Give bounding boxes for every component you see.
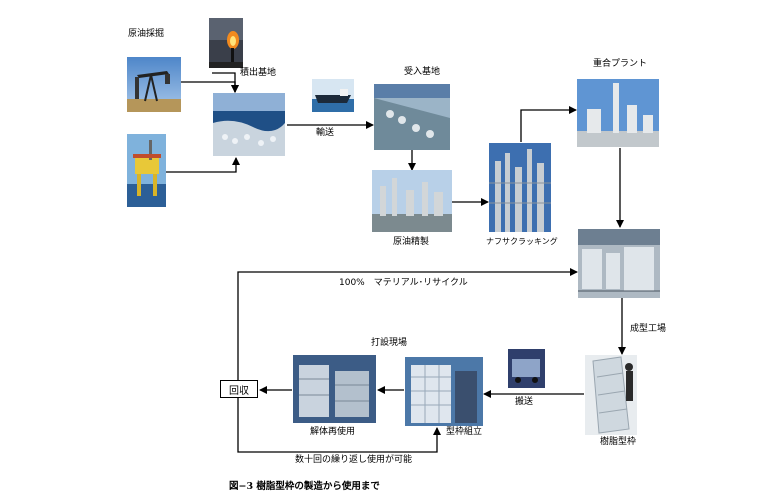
tanker-photo bbox=[312, 79, 354, 112]
shipping-base-photo bbox=[213, 93, 285, 156]
offshore-platform-photo bbox=[127, 134, 166, 207]
resin-formwork-label: 樹脂型枠 bbox=[600, 437, 637, 447]
polymer-plant-photo bbox=[577, 79, 659, 147]
gas-flare-photo bbox=[209, 18, 243, 68]
crude-mining-label: 原油採掘 bbox=[128, 29, 165, 39]
dismantle-reuse-label: 解体再使用 bbox=[310, 427, 356, 437]
collection-box: 回収 bbox=[220, 380, 258, 398]
crude-refining-label: 原油精製 bbox=[393, 237, 430, 247]
transport-truck-photo bbox=[508, 349, 545, 388]
shipping-base-label: 積出基地 bbox=[240, 68, 277, 78]
formwork-assembly-label: 型枠組立 bbox=[446, 427, 483, 437]
crude-refinery-photo bbox=[372, 170, 452, 232]
oil-pumpjack-photo bbox=[127, 57, 181, 112]
molding-plant-photo bbox=[578, 229, 660, 298]
naphtha-cracking-label: ナフサクラッキング bbox=[486, 237, 558, 246]
reuse-note-label: 数十回の繰り返し使用が可能 bbox=[295, 455, 413, 465]
formwork-assembly-photo bbox=[405, 357, 483, 426]
molding-plant-label: 成型工場 bbox=[630, 324, 667, 334]
construction-site-label: 打設現場 bbox=[371, 338, 408, 348]
material-recycle-label: 100% マテリアル･リサイクル bbox=[339, 278, 468, 288]
transport-label: 輸送 bbox=[316, 128, 335, 138]
resin-formwork-photo bbox=[585, 355, 637, 435]
figure-caption: 図−3 樹脂型枠の製造から使用まで bbox=[229, 481, 380, 492]
collection-label: 回収 bbox=[229, 385, 249, 397]
polymer-plant-label: 重合プラント bbox=[593, 59, 648, 69]
receiving-base-label: 受入基地 bbox=[404, 67, 441, 77]
receiving-base-photo bbox=[374, 84, 450, 150]
naphtha-cracker-photo bbox=[489, 143, 551, 232]
dismantle-reuse-photo bbox=[293, 355, 376, 423]
carry-in-label: 搬送 bbox=[515, 397, 534, 407]
